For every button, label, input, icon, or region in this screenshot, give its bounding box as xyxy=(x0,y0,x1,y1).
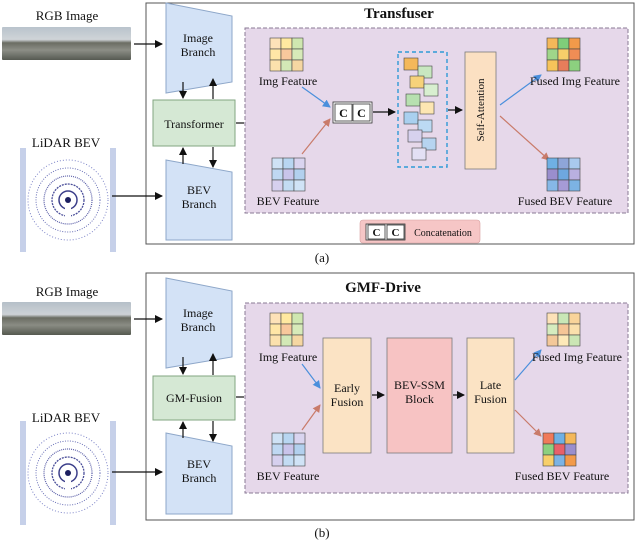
img-feature-label-top: Img Feature xyxy=(259,74,317,88)
arrow-bev-to-early xyxy=(301,404,321,431)
image-branch-bottom[interactable] xyxy=(165,277,233,369)
arrow-late-to-fused-img xyxy=(514,349,542,381)
bev-branch-top[interactable] xyxy=(165,159,233,241)
lidar-bev-image-top xyxy=(20,148,116,252)
gm-fusion-block[interactable] xyxy=(152,375,236,421)
concatenation-label: Concatenation xyxy=(414,228,472,239)
gmf-drive-title: GMF-Drive xyxy=(345,280,421,296)
image-branch-label-top-1: Image xyxy=(183,31,213,45)
bev-feature-cube-bottom xyxy=(271,432,306,467)
img-feature-cube-top xyxy=(269,37,304,72)
rgb-image-bottom xyxy=(2,302,131,335)
bev-branch-label-bottom-1: BEV xyxy=(187,457,211,471)
panel-gmf-drive: RGB Image LiDAR BEV GMF-Drive Image Bran… xyxy=(20,272,635,540)
svg-text:C: C xyxy=(339,106,348,120)
transfuser-title: Transfuser xyxy=(364,6,434,22)
arrow-img-to-early xyxy=(301,363,321,389)
legend-c2: C xyxy=(392,227,400,239)
arrow-late-to-fused-bev xyxy=(514,409,542,437)
arrow-bev-to-concat xyxy=(301,118,331,155)
early-fusion-label-1: Early xyxy=(334,381,360,395)
token-stack-box xyxy=(397,51,448,168)
fused-img-cube-bottom xyxy=(546,312,581,347)
fused-bev-label-top: Fused BEV Feature xyxy=(518,194,612,208)
bev-feature-cube-top xyxy=(271,157,306,192)
legend-c1: C xyxy=(373,227,381,239)
image-branch-label-bottom-2: Branch xyxy=(181,320,216,334)
bev-ssm-label-1: BEV-SSM xyxy=(394,378,445,392)
bev-branch-label-top-2: Branch xyxy=(182,197,217,211)
fused-bev-cube-top xyxy=(546,157,581,192)
token-stack xyxy=(403,57,439,161)
late-fusion-block[interactable] xyxy=(466,337,515,454)
lidar-label-bottom: LiDAR BEV xyxy=(32,410,101,425)
concat-symbol-top: C C xyxy=(332,101,373,124)
fused-img-cube-top xyxy=(546,37,581,72)
rgb-image-top xyxy=(2,27,131,60)
bev-branch-label-bottom-2: Branch xyxy=(182,471,217,485)
self-attention-label: Self-Attention xyxy=(475,78,487,141)
transformer-block[interactable] xyxy=(152,99,236,147)
fused-img-label-bottom: Fused Img Feature xyxy=(532,350,622,364)
early-fusion-label-2: Fusion xyxy=(331,395,364,409)
rgb-label-bottom: RGB Image xyxy=(36,284,99,299)
gm-fusion-label: GM-Fusion xyxy=(166,391,222,405)
transformer-label: Transformer xyxy=(164,117,224,131)
panel-transfuser: RGB Image LiDAR BEV Transfuser Image Bra… xyxy=(20,2,635,265)
image-branch-label-bottom-1: Image xyxy=(183,306,213,320)
caption-b: (b) xyxy=(314,525,329,540)
early-fusion-block[interactable] xyxy=(322,337,372,454)
late-fusion-label-1: Late xyxy=(480,378,501,392)
svg-text:C: C xyxy=(357,106,366,120)
arrow-img-to-concat xyxy=(301,86,331,108)
bev-feature-label-bottom: BEV Feature xyxy=(257,469,320,483)
self-attention-block[interactable] xyxy=(464,51,497,170)
bev-feature-label-top: BEV Feature xyxy=(257,194,320,208)
bev-ssm-block[interactable] xyxy=(386,337,453,454)
image-branch-label-top-2: Branch xyxy=(181,45,216,59)
lidar-bev-image-bottom xyxy=(20,421,116,525)
arrow-attention-to-fused-img xyxy=(499,74,542,106)
img-feature-cube-bottom xyxy=(269,312,304,347)
caption-a: (a) xyxy=(315,250,329,265)
img-feature-label-bottom: Img Feature xyxy=(259,350,317,364)
image-branch-top[interactable] xyxy=(165,2,233,94)
fused-img-label-top: Fused Img Feature xyxy=(530,74,620,88)
lidar-label-top: LiDAR BEV xyxy=(32,135,101,150)
late-fusion-label-2: Fusion xyxy=(474,392,507,406)
bev-branch-label-top-1: BEV xyxy=(187,183,211,197)
fused-bev-label-bottom: Fused BEV Feature xyxy=(515,469,609,483)
bev-ssm-label-2: Block xyxy=(405,392,434,406)
rgb-label-top: RGB Image xyxy=(36,8,99,23)
arrow-attention-to-fused-bev xyxy=(499,115,550,161)
fused-bev-cube-bottom xyxy=(542,432,577,467)
